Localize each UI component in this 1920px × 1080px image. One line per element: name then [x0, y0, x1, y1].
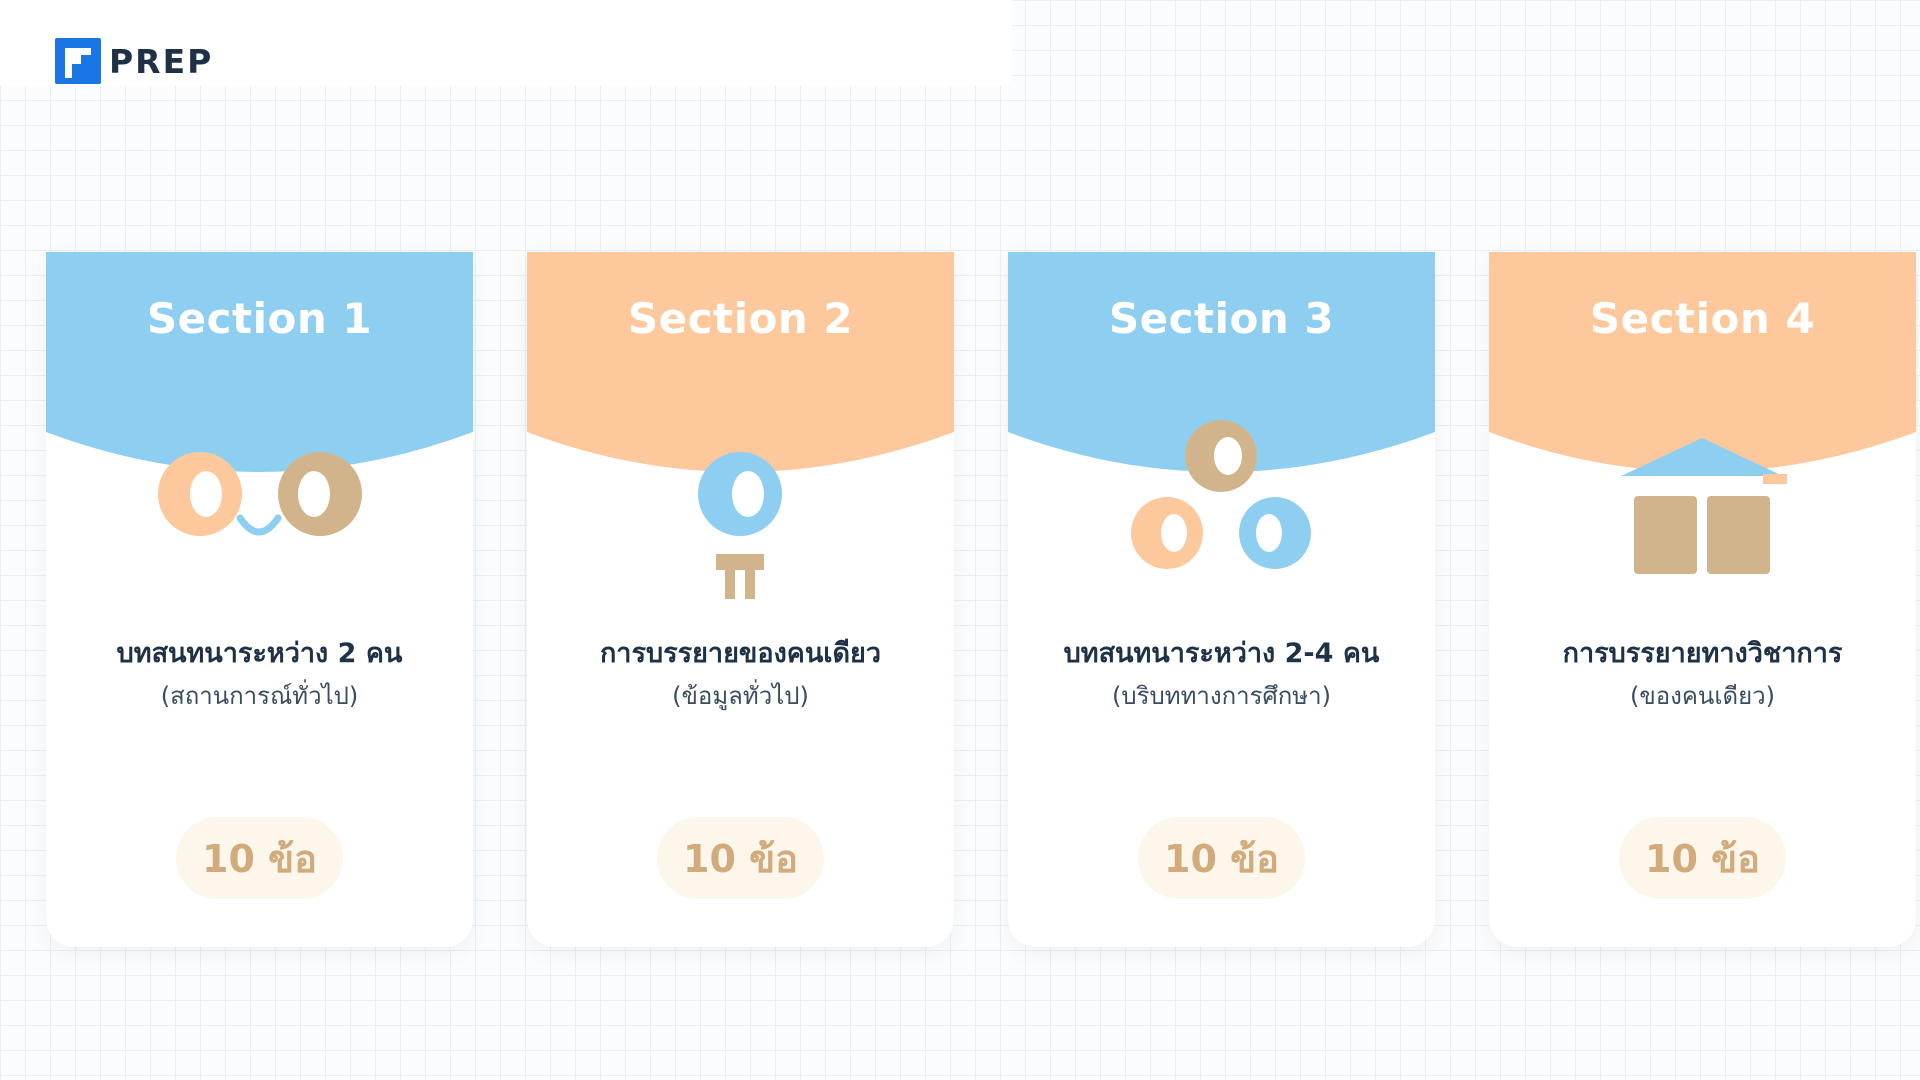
brand-logo[interactable]: PREP [55, 38, 213, 84]
academic-book-icon [1621, 438, 1787, 574]
question-count-badge: 10 ข้อ [657, 817, 824, 899]
section-description: (ของคนเดียว) [1629, 682, 1776, 710]
group-discussion-icon [1131, 420, 1311, 569]
section-card-2[interactable]: Section 2 การบรรยายของคนเดียว (ข้อมูลทั่… [527, 252, 954, 947]
question-count-badge: 10 ข้อ [1619, 817, 1786, 899]
top-header-band [0, 0, 1012, 86]
question-count-badge: 10 ข้อ [176, 817, 343, 899]
section-subtitle: การบรรยายทางวิชาการ [1562, 638, 1843, 669]
section-title: Section 2 [627, 294, 854, 343]
section-header-2 [527, 252, 954, 472]
section-header-4 [1489, 252, 1916, 472]
section-header-3 [1008, 252, 1435, 472]
two-people-conversation-icon [158, 452, 362, 536]
section-description: (บริบททางการศึกษา) [1112, 682, 1331, 710]
prep-logo-icon [55, 38, 101, 84]
section-description: (ข้อมูลทั่วไป) [672, 682, 809, 710]
section-description: (สถานการณ์ทั่วไป) [160, 682, 359, 710]
section-title: Section 1 [146, 294, 373, 343]
section-card-4[interactable]: Section 4 การบรรยายทางวิชาการ (ของคนเดีย… [1489, 252, 1916, 947]
speaker-podium-icon [698, 452, 782, 599]
section-subtitle: การบรรยายของคนเดียว [599, 638, 882, 669]
section-card-1[interactable]: Section 1 บทสนทนาระหว่าง 2 คน (สถานการณ์… [46, 252, 473, 947]
brand-name: PREP [109, 41, 214, 81]
section-subtitle: บทสนทนาระหว่าง 2-4 คน [1063, 638, 1380, 669]
section-header-1 [46, 252, 473, 472]
section-title: Section 4 [1589, 294, 1816, 343]
section-card-3[interactable]: Section 3 บทสนทนาระหว่าง 2-4 คน (บริบททา… [1008, 252, 1435, 947]
section-title: Section 3 [1108, 294, 1335, 343]
question-count-badge: 10 ข้อ [1138, 817, 1305, 899]
section-subtitle: บทสนทนาระหว่าง 2 คน [116, 638, 403, 669]
